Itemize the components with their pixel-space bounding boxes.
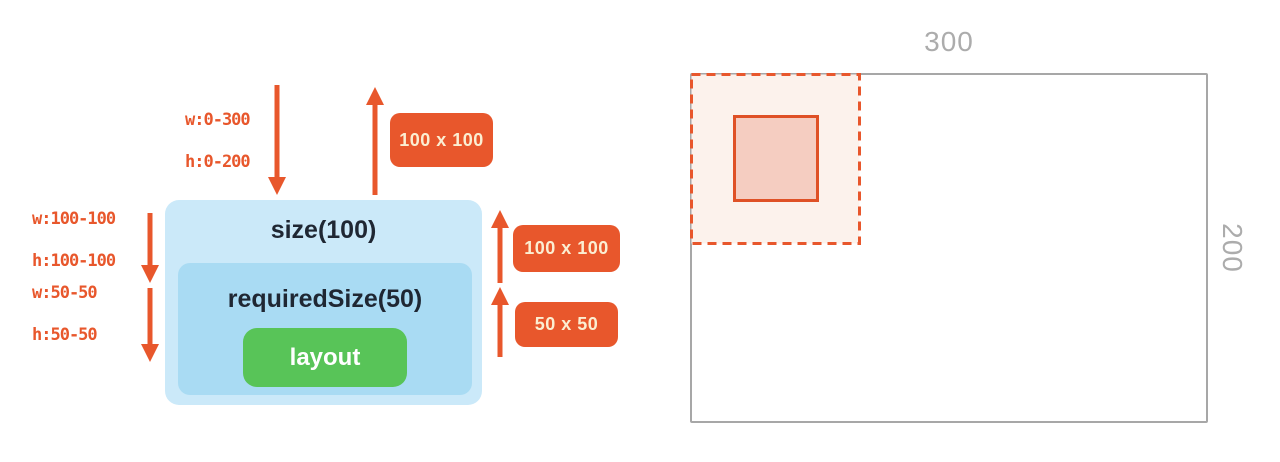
measured-square (733, 115, 819, 202)
required-size-up-arrow-icon (491, 287, 509, 357)
parent-width-label: 300 (924, 26, 974, 57)
size-badge-top-label: 100 x 100 (399, 129, 484, 150)
measured-size-up-arrow-icon (491, 210, 509, 283)
required-constraints-label: w:50-50 h:50-50 (32, 283, 98, 346)
constraints-down-arrow-icon (268, 85, 286, 195)
parent-height-label: 200 (1209, 223, 1255, 273)
size-badge-bottom: 50 x 50 (515, 302, 618, 347)
size-badge-bottom-label: 50 x 50 (534, 314, 599, 334)
size-constraints-height: h:100-100 (32, 251, 116, 271)
layout-node-label: layout (289, 343, 361, 371)
size-badge-middle: 100 x 100 (513, 225, 620, 272)
size-badge-middle-label: 100 x 100 (524, 238, 609, 258)
parent-height-label-text: 200 (1217, 223, 1248, 273)
incoming-constraints-width: w:0-300 (185, 110, 251, 130)
layout-node-box: layout (243, 328, 407, 387)
size-constraints-width: w:100-100 (32, 209, 116, 229)
required-size-modifier-label: requiredSize(50) (227, 285, 423, 313)
size-badge-top: 100 x 100 (390, 113, 493, 167)
incoming-constraints-height: h:0-200 (185, 152, 251, 172)
size-constraints-down-arrow-icon (141, 213, 159, 283)
required-constraints-down-arrow-icon (141, 288, 159, 362)
required-constraints-height: h:50-50 (32, 325, 98, 345)
size-up-arrow-icon (366, 87, 384, 195)
incoming-constraints-label: w:0-300 h:0-200 (185, 110, 251, 173)
required-constraints-width: w:50-50 (32, 283, 98, 303)
size-constraints-label: w:100-100 h:100-100 (32, 209, 116, 272)
size-modifier-label: size(100) (270, 216, 377, 244)
